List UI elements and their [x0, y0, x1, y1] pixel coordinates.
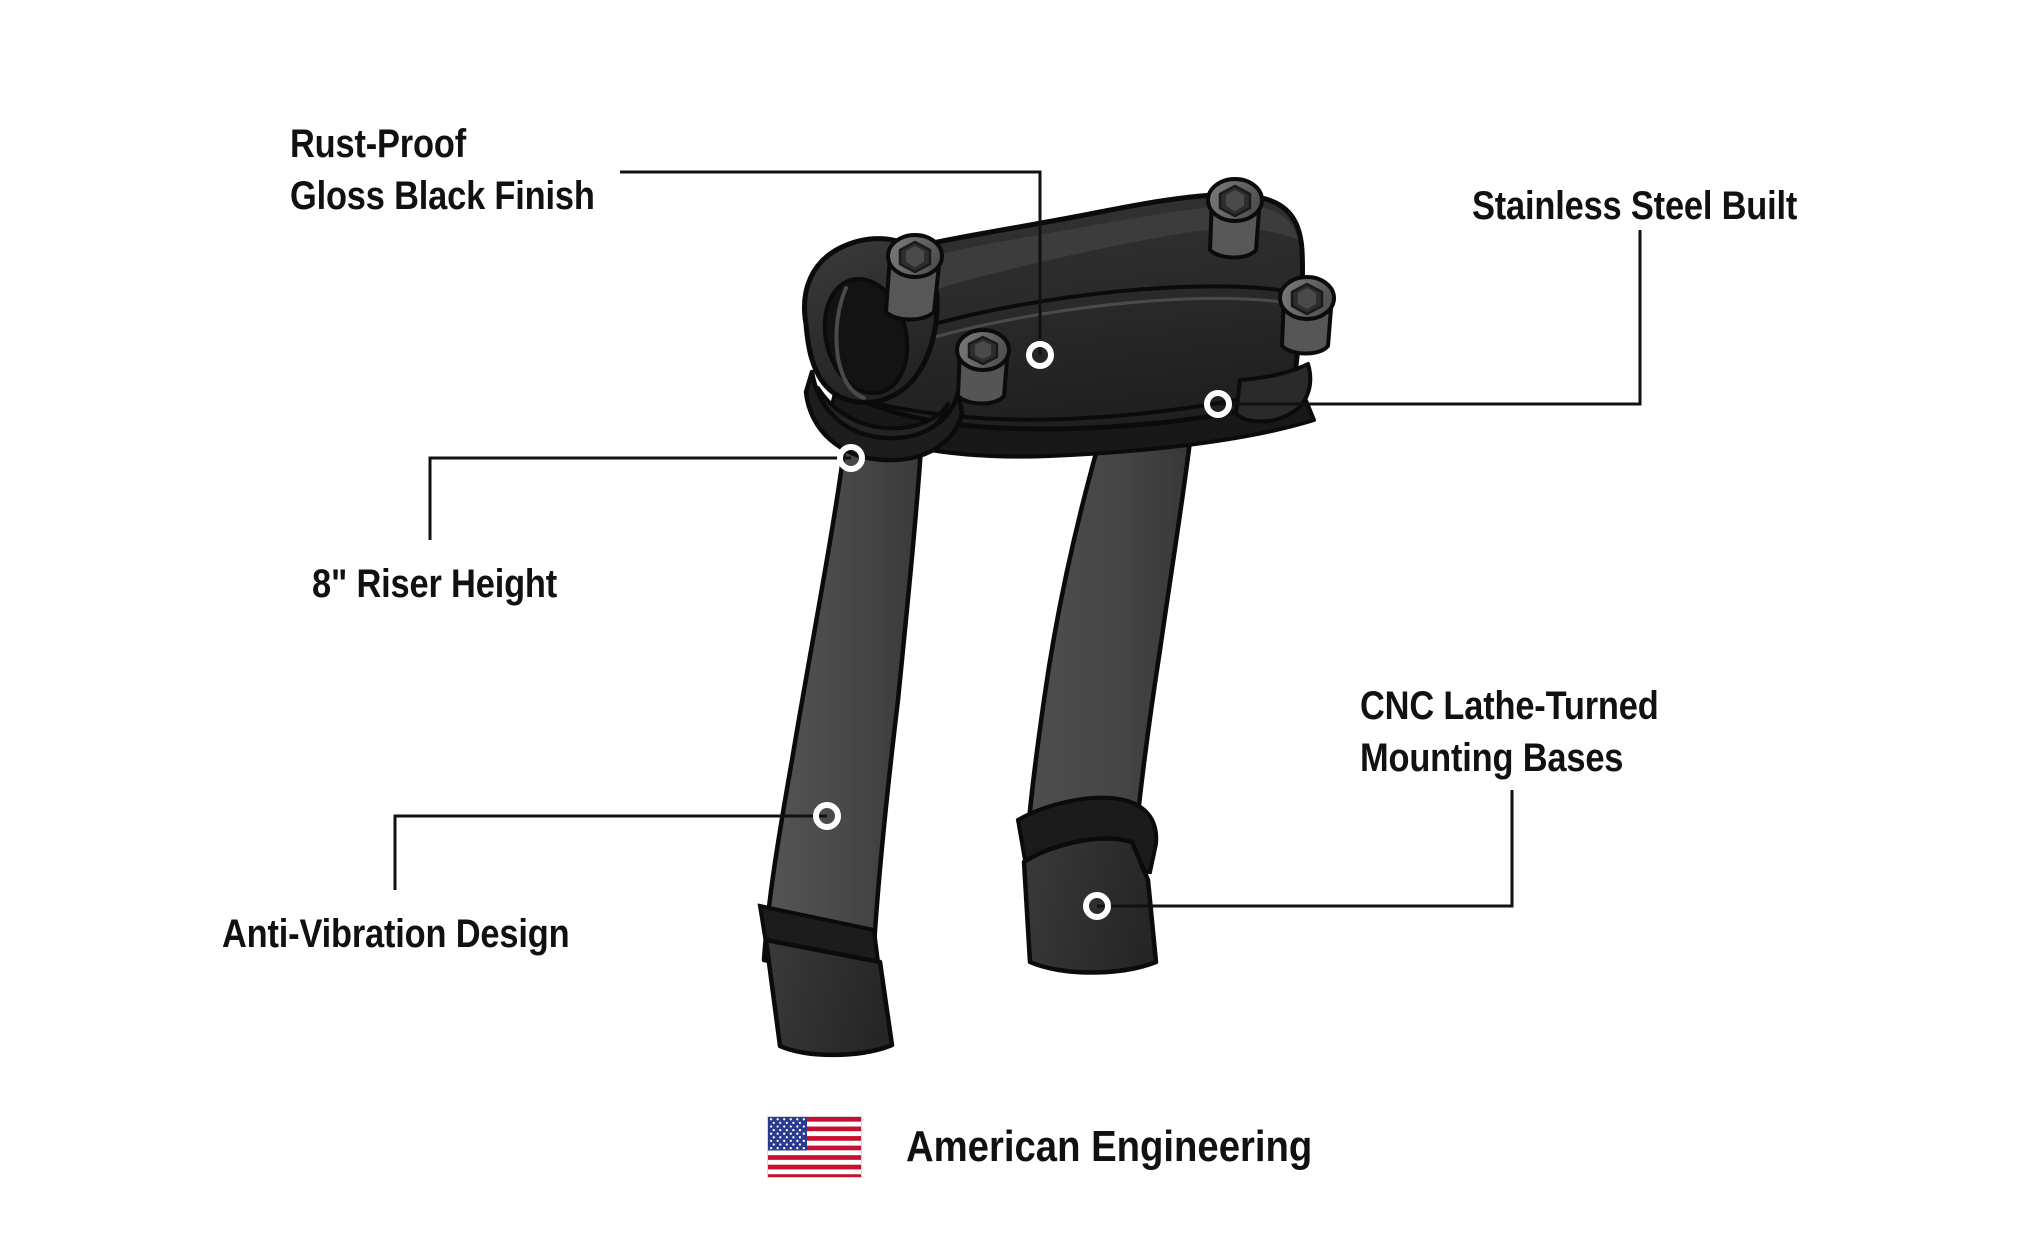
flag-stripe [768, 1155, 861, 1160]
flag-stripe [768, 1164, 861, 1170]
riser-left-leg [761, 417, 925, 983]
flag-star [792, 1143, 795, 1146]
flag-star [785, 1121, 788, 1125]
hex-bolt-top-left [884, 233, 944, 322]
leader-line [393, 814, 827, 890]
flag-star [783, 1118, 786, 1121]
callout-line: Gloss Black Finish [290, 174, 595, 218]
flag-star [772, 1121, 775, 1125]
hex-bolt-right [1278, 275, 1336, 356]
flag-star [783, 1146, 786, 1150]
flag-star [779, 1121, 782, 1125]
hex-bolt-mid-left [955, 328, 1011, 406]
callout-line: Rust-Proof [290, 122, 467, 166]
leader-lines-group [393, 170, 1642, 920]
leader-anchor-dot [1083, 892, 1111, 920]
flag-star [796, 1125, 799, 1128]
flag-star [769, 1139, 773, 1143]
footer-badge: American Engineering [767, 1116, 1373, 1178]
flag-star [776, 1139, 779, 1143]
flag-star [769, 1146, 773, 1150]
flag-star [769, 1118, 773, 1121]
flag-star [772, 1136, 775, 1139]
flag-star [779, 1136, 782, 1139]
flag-star [783, 1125, 786, 1128]
flag-star [796, 1146, 799, 1150]
flag-star [783, 1132, 786, 1135]
callout-label-stainless-steel-built: Stainless Steel Built [1472, 180, 1797, 232]
callout-line: Mounting Bases [1360, 736, 1624, 780]
flag-star [776, 1132, 779, 1135]
leader-line [1218, 230, 1642, 406]
leader-anchor-dot [813, 802, 841, 830]
flag-star [792, 1136, 795, 1139]
flag-star [792, 1121, 795, 1125]
flag-stripe [768, 1140, 861, 1146]
leader-line [428, 456, 851, 540]
flag-star [802, 1146, 805, 1150]
callout-line: Anti-Vibration Design [222, 912, 570, 956]
hex-bolt-top-right [1206, 177, 1264, 260]
footer-label: American Engineering [906, 1122, 1313, 1171]
flag-star [796, 1118, 799, 1121]
callout-line: 8" Riser Height [312, 562, 558, 606]
flag-star [785, 1136, 788, 1139]
flag-star [789, 1132, 792, 1135]
flag-star [789, 1139, 792, 1143]
flag-stripe [768, 1159, 861, 1165]
flag-star [785, 1143, 788, 1146]
callout-line: Stainless Steel Built [1472, 184, 1798, 228]
flag-stripe [768, 1136, 861, 1141]
flag-star [772, 1143, 775, 1146]
flag-star [779, 1143, 782, 1146]
flag-star [776, 1118, 779, 1121]
flag-star [783, 1139, 786, 1143]
flag-stripe [768, 1150, 861, 1156]
leader-anchor-dot [837, 444, 865, 472]
flag-stripe [768, 1117, 861, 1122]
callout-label-anti-vibration-design: Anti-Vibration Design [222, 908, 570, 960]
mounting-base-left [757, 903, 895, 1058]
flag-star [798, 1136, 802, 1139]
flag-stripe [768, 1121, 861, 1127]
flag-star [798, 1143, 802, 1146]
flag-star [802, 1139, 805, 1143]
flag-star [802, 1125, 805, 1128]
flag-star [802, 1132, 805, 1135]
flag-star [785, 1128, 788, 1132]
flag-star [789, 1146, 792, 1150]
flag-star [789, 1125, 792, 1128]
flag-star [798, 1121, 802, 1125]
leader-line [1097, 790, 1514, 908]
callout-line: CNC Lathe-Turned [1360, 684, 1659, 728]
flag-star [772, 1128, 775, 1132]
us-flag-icon [767, 1116, 862, 1178]
flag-star [802, 1118, 805, 1121]
leader-line [620, 170, 1042, 355]
flag-star [796, 1132, 799, 1135]
mounting-base-right [1015, 795, 1159, 975]
flag-star [769, 1132, 773, 1135]
flag-stripe [768, 1145, 861, 1151]
flag-stripe [768, 1174, 861, 1177]
flag-stripe [768, 1126, 861, 1132]
us-flag-svg [768, 1117, 861, 1177]
flag-star [769, 1125, 773, 1128]
flag-stripe [768, 1131, 861, 1137]
flag-star [792, 1128, 795, 1132]
flag-star [776, 1125, 779, 1128]
flag-star [798, 1128, 802, 1132]
flag-star [776, 1146, 779, 1150]
flag-stripe [768, 1169, 861, 1175]
leader-anchor-dot [1026, 341, 1054, 369]
flag-star [779, 1128, 782, 1132]
leader-anchor-dot [1204, 390, 1232, 418]
flag-star [796, 1139, 799, 1143]
callout-label-riser-height: 8" Riser Height [312, 558, 557, 610]
flag-star [789, 1118, 792, 1121]
